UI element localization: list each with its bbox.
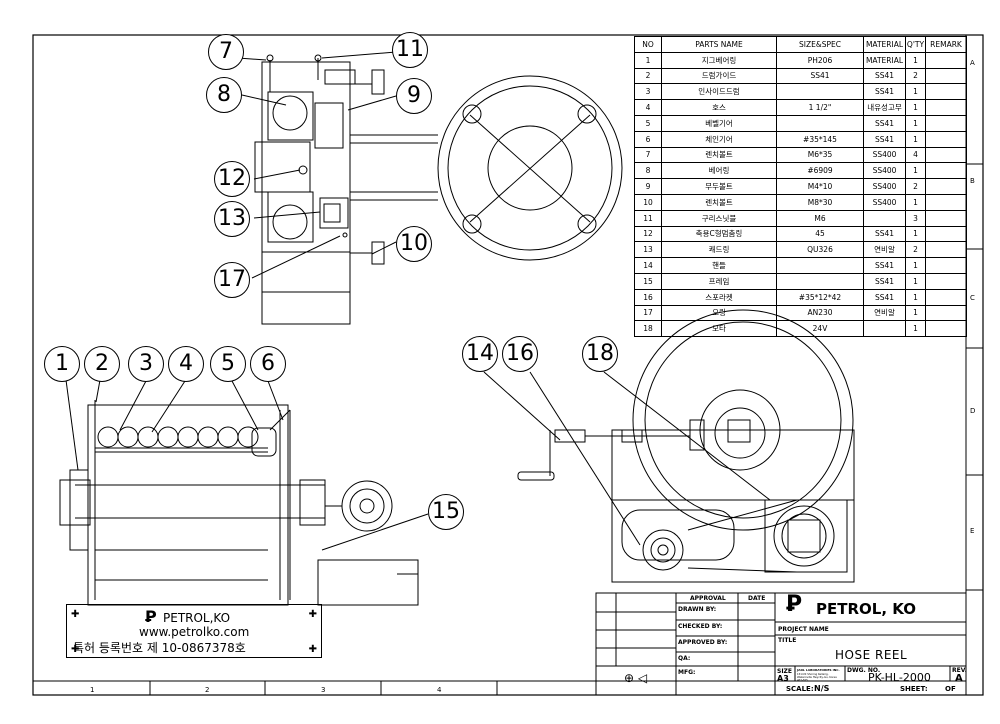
mfg-label: MFG: <box>678 669 696 676</box>
table-cell: 모타 <box>661 320 777 338</box>
balloon: 17 <box>214 262 250 298</box>
checked-by-label: CHECKED BY: <box>678 623 723 630</box>
title-label: TITLE <box>778 637 797 644</box>
sheet-size: A3 <box>777 674 789 683</box>
date-header: DATE <box>748 595 766 602</box>
project-name-label: PROJECT NAME <box>778 626 829 633</box>
balloon: 5 <box>210 346 246 382</box>
balloon: 1 <box>44 346 80 382</box>
zone-label: B <box>970 177 975 185</box>
projection-symbol-icon: ⊕ ◁ <box>624 671 648 685</box>
lab-address: 1514 N Shoring Kellerig, Wakeroville Hwy… <box>797 673 837 682</box>
zone-label: 1 <box>90 686 94 694</box>
balloon: 16 <box>502 336 538 372</box>
balloon: 2 <box>84 346 120 382</box>
front-view <box>59 400 419 606</box>
screw-icon: ✚ <box>71 609 80 620</box>
balloon: 10 <box>396 226 432 262</box>
sheet-of-label: OF <box>945 685 956 693</box>
screw-icon: ✚ <box>308 644 317 655</box>
balloon: 4 <box>168 346 204 382</box>
sheet-border <box>32 34 984 696</box>
approved-by-label: APPROVED BY: <box>678 639 728 646</box>
approval-header: APPROVAL <box>690 595 726 602</box>
balloon: 7 <box>208 34 244 70</box>
name-plate: Ꝑ PETROL,KO www.petrolko.com 특허 등록번호 제 1… <box>66 604 322 658</box>
zone-label: A <box>970 59 975 67</box>
zone-label: 4 <box>437 686 442 694</box>
balloon: 18 <box>582 336 618 372</box>
balloon: 8 <box>206 77 242 113</box>
rev-label: REV. <box>952 667 967 674</box>
balloon: 9 <box>396 78 432 114</box>
scale-label: SCALE: <box>786 685 814 693</box>
screw-icon: ✚ <box>308 609 317 620</box>
plate-brand: PETROL,KO <box>163 611 231 625</box>
balloon: 14 <box>462 336 498 372</box>
table-cell <box>925 320 967 338</box>
revision: A <box>955 673 963 684</box>
drawn-by-label: DRAWN BY: <box>678 606 717 613</box>
zone-label: E <box>970 527 974 535</box>
balloon: 6 <box>250 346 286 382</box>
screw-icon: ✚ <box>71 644 80 655</box>
balloon: 15 <box>428 494 464 530</box>
company-logo-icon: Ꝑ <box>786 592 803 617</box>
front-view-balloons <box>65 379 429 551</box>
balloon: 3 <box>128 346 164 382</box>
side-view <box>517 309 855 583</box>
zone-label: D <box>970 407 975 415</box>
lab-name: JADL LABORATORIES INC. <box>797 668 840 672</box>
drawing-title: HOSE REEL <box>835 648 908 662</box>
balloon: 13 <box>214 201 250 237</box>
zone-label: 2 <box>205 686 209 694</box>
hose-coils <box>97 426 259 448</box>
qa-label: QA: <box>678 655 691 662</box>
balloon: 12 <box>214 161 250 197</box>
scale-value: N/S <box>814 684 830 693</box>
company-name: PETROL, KO <box>816 600 916 618</box>
size-label: SIZE <box>777 668 793 675</box>
plate-patent: 특허 등록번호 제 10-0867378호 <box>73 641 246 655</box>
plate-url: www.petrolko.com <box>139 625 250 639</box>
dwg-no-label: DWG. NO. <box>847 667 881 674</box>
zone-label: 3 <box>321 686 325 694</box>
top-view-balloons <box>237 51 397 279</box>
table-cell: 24V <box>776 320 864 338</box>
side-view-balloons <box>483 371 771 546</box>
sheet-label: SHEET: <box>900 685 928 693</box>
dwg-number: PK-HL-2000 <box>868 671 931 684</box>
plate-logo-icon: Ꝑ <box>145 607 157 626</box>
balloon: 11 <box>392 32 428 68</box>
zone-label: C <box>970 294 975 302</box>
